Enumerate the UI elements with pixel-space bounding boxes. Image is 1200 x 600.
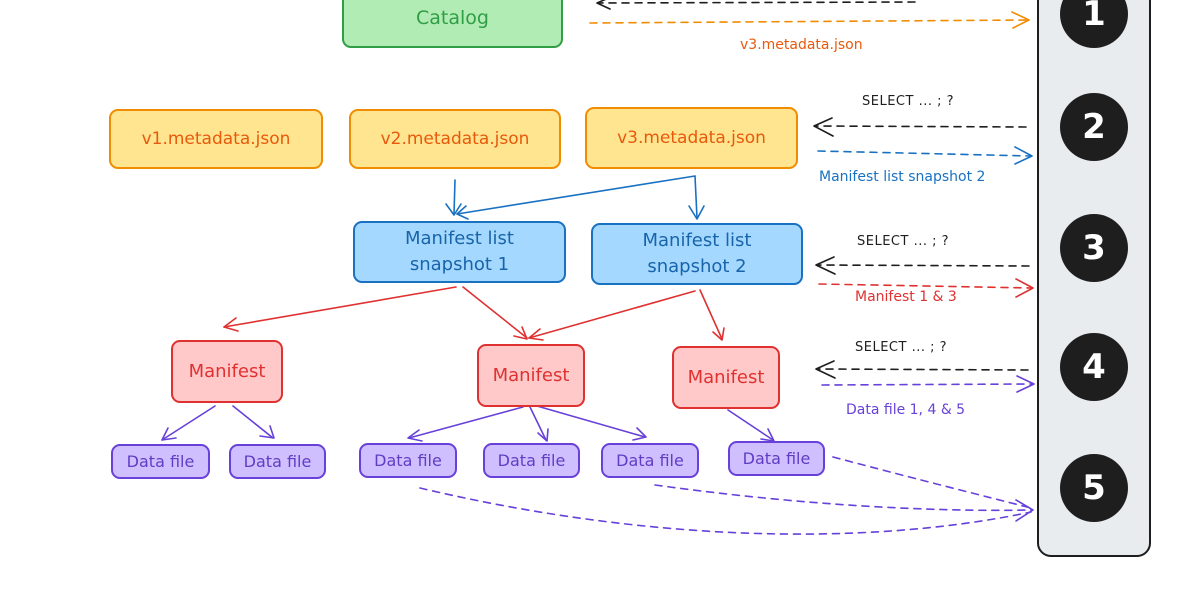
step-4-badge: 4 [1060, 333, 1128, 401]
step4-arrows [815, 360, 1035, 393]
step2-query-label: SELECT ... ; ? [862, 94, 955, 109]
manifest-to-data-file-arrows [161, 405, 775, 442]
manifest-list-snapshot-2-box: Manifest list snapshot 2 [591, 223, 803, 285]
metadata-v2-box: v2.metadata.json [349, 109, 561, 169]
data-file-6-box: Data file [728, 441, 825, 476]
manifest-list-to-manifest-arrows [223, 286, 725, 341]
manifest-list-1-line2: snapshot 1 [409, 254, 510, 275]
manifest-3-box: Manifest [672, 346, 780, 409]
data-file-2-box: Data file [229, 444, 326, 479]
data-file-5-box: Data file [601, 443, 699, 478]
manifest-list-snapshot-1-box: Manifest list snapshot 1 [353, 221, 566, 283]
step3-arrows [815, 256, 1034, 298]
step2-response-label: Manifest list snapshot 2 [819, 169, 986, 185]
data-file-fetch-arrows [419, 456, 1032, 535]
step3-response-label: Manifest 1 & 3 [855, 289, 957, 305]
manifest-list-1-line1: Manifest list [405, 228, 514, 249]
data-file-3-box: Data file [359, 443, 457, 478]
metadata-v3-box: v3.metadata.json [585, 107, 798, 169]
manifest-list-2-line2: snapshot 2 [647, 256, 747, 277]
step-5-badge: 5 [1060, 454, 1128, 522]
data-file-4-box: Data file [483, 443, 580, 478]
step3-query-label: SELECT ... ; ? [857, 234, 950, 249]
manifest-2-box: Manifest [477, 344, 585, 407]
catalog-box: Catalog [342, 0, 563, 48]
step-2-badge: 2 [1060, 93, 1128, 161]
step4-query-label: SELECT ... ; ? [855, 340, 948, 355]
step4-response-label: Data file 1, 4 & 5 [846, 402, 966, 418]
step1-arrows [589, 0, 1030, 29]
manifest-1-box: Manifest [171, 340, 283, 403]
step-3-badge: 3 [1060, 214, 1128, 282]
metadata-v1-box: v1.metadata.json [109, 109, 323, 169]
data-file-1-box: Data file [111, 444, 210, 479]
metadata-to-manifest-list-arrows [445, 175, 705, 220]
fetch-arrowhead [1015, 499, 1034, 522]
step1-response-label: v3.metadata.json [740, 37, 863, 53]
manifest-list-2-line1: Manifest list [642, 230, 752, 251]
step2-arrows [813, 117, 1033, 165]
